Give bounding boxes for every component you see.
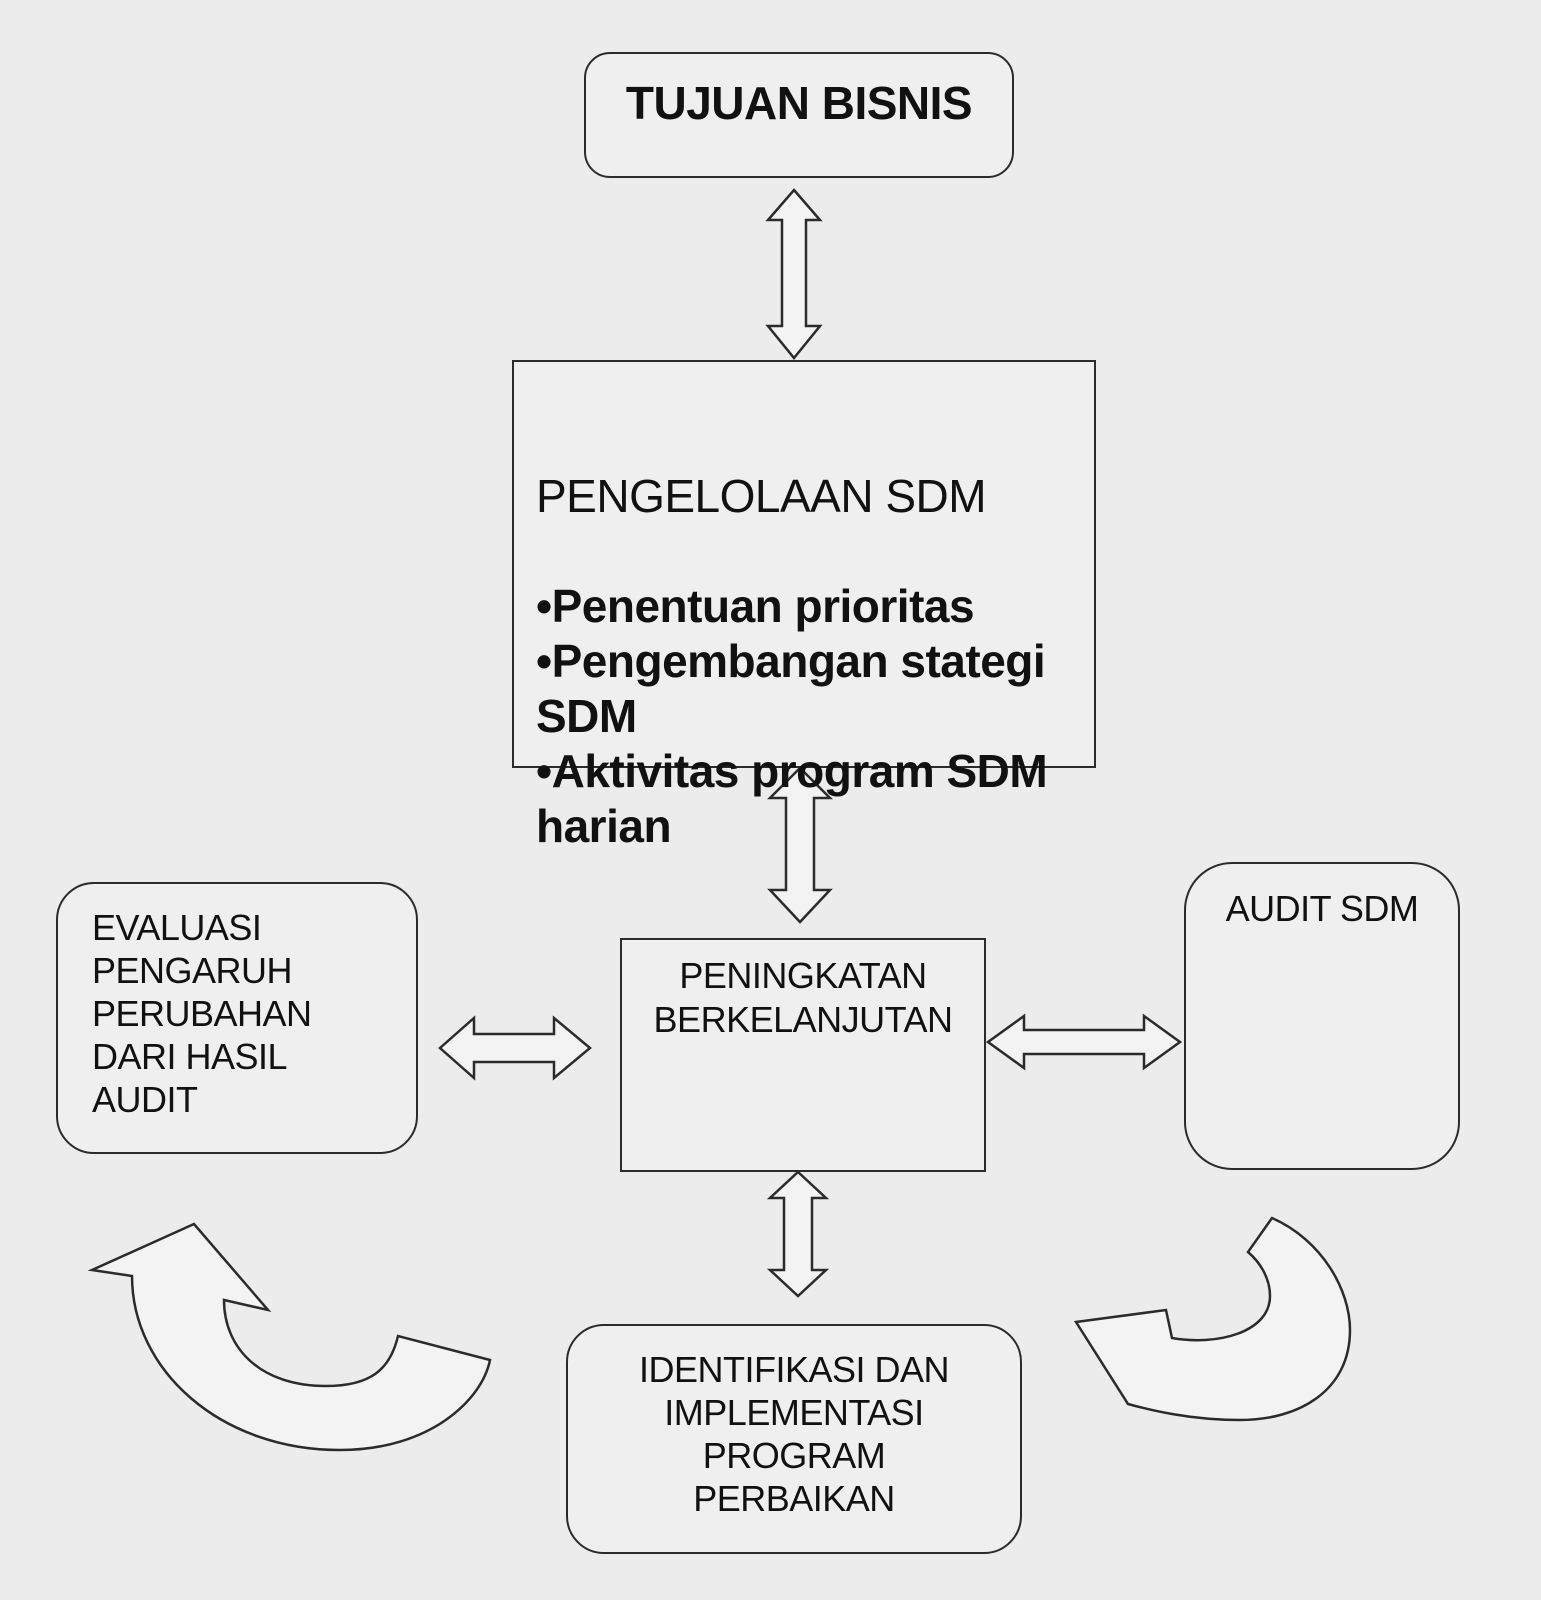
node-audit-sdm-label: AUDIT SDM <box>1225 888 1419 929</box>
node-identifikasi-label: IDENTIFIKASI DAN IMPLEMENTASI PROGRAM PE… <box>638 1349 950 1519</box>
double-arrow-center-audit <box>985 1013 1183 1071</box>
curved-arrow-right <box>1073 1216 1352 1422</box>
node-peningkatan-berkelanjutan-label: PENINGKATAN BERKELANJUTAN <box>653 955 953 1040</box>
node-tujuan-bisnis-label: TUJUAN BISNIS <box>625 77 973 129</box>
node-evaluasi-label: EVALUASI PENGARUH PERUBAHAN DARI HASIL A… <box>92 907 312 1120</box>
double-arrow-goal-hrm <box>765 188 823 360</box>
curved-arrow-left <box>87 1222 492 1452</box>
node-pengelolaan-sdm-items: •Penentuan prioritas •Pengembangan state… <box>536 580 1048 852</box>
node-peningkatan-berkelanjutan: PENINGKATAN BERKELANJUTAN <box>620 938 986 1172</box>
node-evaluasi: EVALUASI PENGARUH PERUBAHAN DARI HASIL A… <box>56 882 418 1154</box>
node-tujuan-bisnis: TUJUAN BISNIS <box>584 52 1014 178</box>
double-arrow-center-identify <box>766 1170 830 1298</box>
node-pengelolaan-sdm-title: PENGELOLAAN SDM <box>536 470 987 522</box>
node-pengelolaan-sdm: PENGELOLAAN SDM •Penentuan prioritas •Pe… <box>512 360 1096 852</box>
double-arrow-eval-center <box>438 1015 592 1081</box>
double-arrow-hrm-center <box>766 766 834 924</box>
node-identifikasi: IDENTIFIKASI DAN IMPLEMENTASI PROGRAM PE… <box>566 1324 1022 1554</box>
node-audit-sdm: AUDIT SDM <box>1184 862 1460 1170</box>
node-pengelolaan-sdm-text: PENGELOLAAN SDM •Penentuan prioritas •Pe… <box>536 414 1078 909</box>
